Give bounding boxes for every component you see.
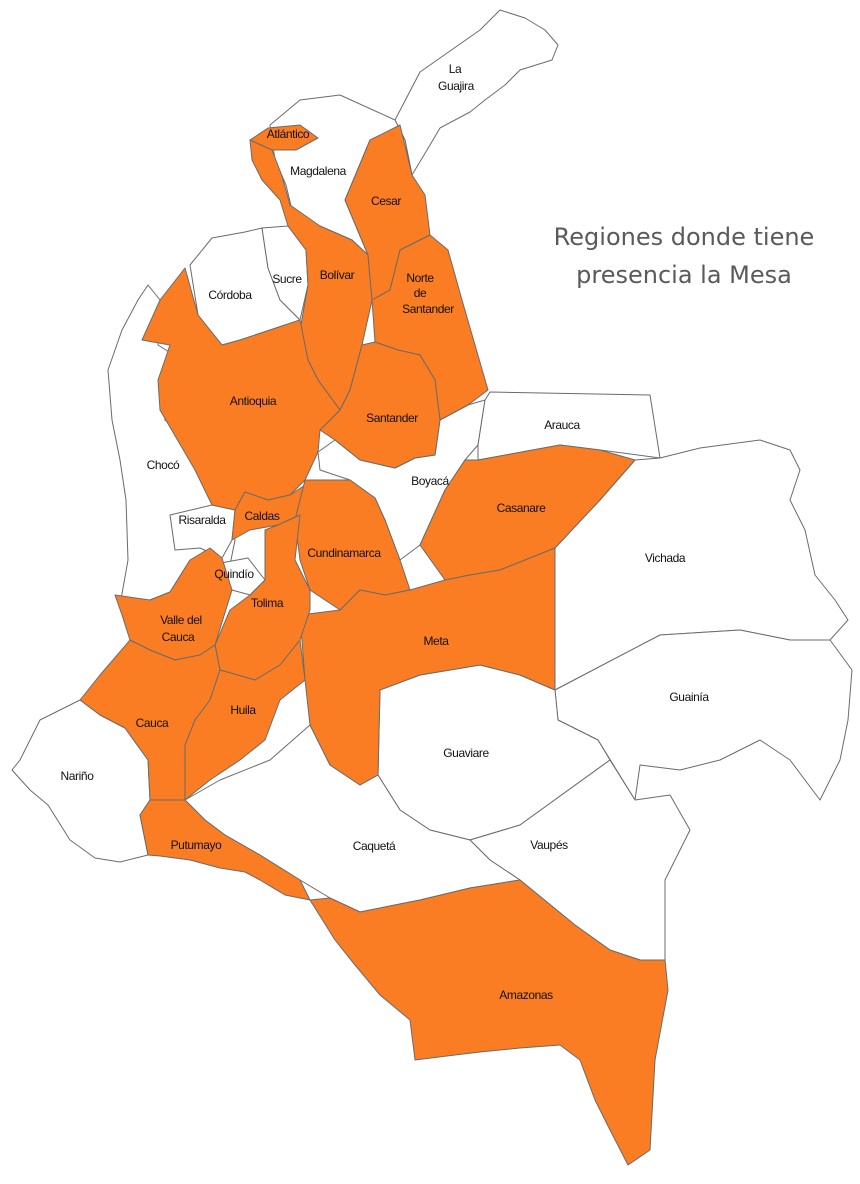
label-guajira-2: Guajira bbox=[438, 79, 475, 93]
label-magdalena: Magdalena bbox=[290, 164, 347, 178]
map-title: Regiones donde tiene presencia la Mesa bbox=[508, 218, 860, 294]
label-cauca: Cauca bbox=[136, 716, 169, 730]
label-valle-2: Cauca bbox=[162, 630, 195, 644]
label-boyaca: Boyacá bbox=[411, 474, 449, 488]
label-vichada: Vichada bbox=[645, 551, 686, 565]
dept-putumayo bbox=[139, 799, 311, 901]
label-cesar: Cesar bbox=[371, 194, 401, 208]
label-caldas: Caldas bbox=[245, 509, 280, 523]
label-santander: Santander bbox=[366, 411, 418, 425]
dept-guajira bbox=[394, 9, 559, 176]
label-valle-1: Valle del bbox=[160, 613, 202, 627]
label-guajira-1: La bbox=[449, 62, 462, 76]
label-arauca: Arauca bbox=[544, 418, 580, 432]
map-title-line-2: presencia la Mesa bbox=[576, 261, 792, 289]
label-risaralda: Risaralda bbox=[178, 513, 226, 527]
label-quindio: Quindío bbox=[214, 567, 254, 581]
label-antioquia: Antioquia bbox=[230, 394, 277, 408]
label-cordoba: Córdoba bbox=[208, 288, 252, 302]
label-huila: Huila bbox=[230, 703, 256, 717]
dept-huila bbox=[184, 639, 306, 801]
map-title-line-1: Regiones donde tiene bbox=[553, 223, 815, 251]
label-bolivar: Bolívar bbox=[320, 268, 355, 282]
dept-amazonas bbox=[309, 879, 669, 1166]
label-putumayo: Putumayo bbox=[171, 838, 223, 852]
label-caqueta: Caquetá bbox=[353, 839, 396, 853]
label-tolima: Tolima bbox=[251, 596, 284, 610]
label-choco: Chocó bbox=[147, 458, 180, 472]
label-sucre: Sucre bbox=[272, 272, 302, 286]
label-amazonas: Amazonas bbox=[499, 988, 553, 1002]
label-norte-santander-3: Santander bbox=[402, 302, 454, 316]
label-narino: Nariño bbox=[61, 769, 95, 783]
label-norte-santander-1: Norte bbox=[406, 271, 434, 285]
label-casanare: Casanare bbox=[497, 501, 547, 515]
dept-meta bbox=[299, 547, 556, 786]
label-guaviare: Guaviare bbox=[443, 746, 489, 760]
dept-antioquia bbox=[141, 267, 341, 511]
label-guainia: Guainía bbox=[669, 690, 709, 704]
label-atlantico: Atlántico bbox=[267, 127, 310, 141]
label-cundinamarca: Cundinamarca bbox=[307, 546, 381, 560]
label-vaupes: Vaupés bbox=[530, 838, 568, 852]
label-norte-santander-2: de bbox=[414, 286, 427, 300]
label-meta: Meta bbox=[423, 634, 449, 648]
